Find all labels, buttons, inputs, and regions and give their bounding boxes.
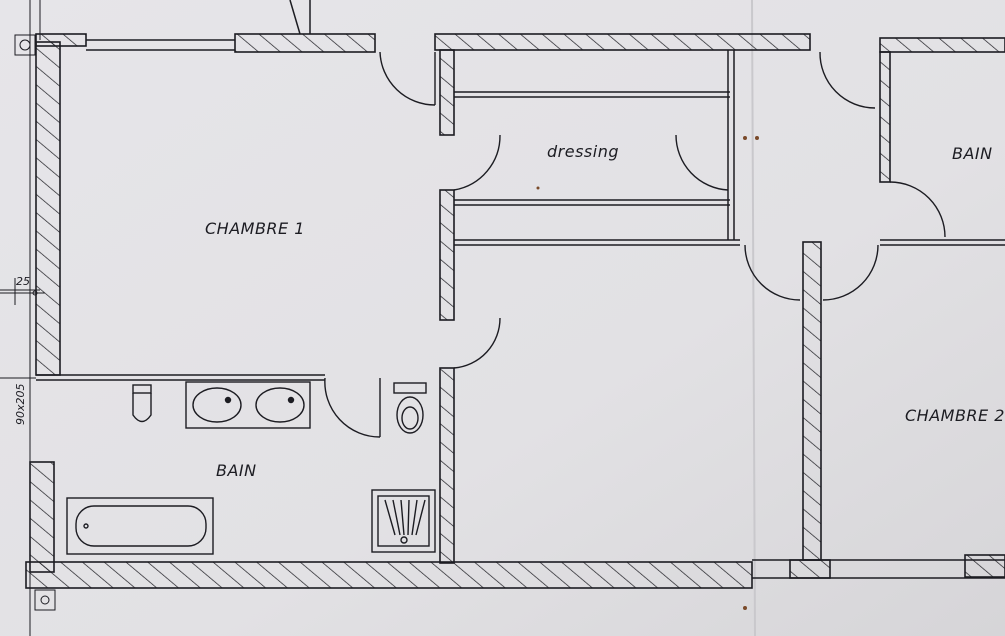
dimension-marks bbox=[0, 34, 56, 611]
wall-dressing-left-lower bbox=[439, 189, 455, 321]
room-label-chambre1: CHAMBRE 1 bbox=[205, 219, 305, 238]
wall-dressing-top bbox=[434, 33, 811, 51]
door-dressing-right bbox=[675, 134, 729, 191]
room-label-bain: BAIN bbox=[216, 461, 257, 480]
wall-bain-right-left bbox=[879, 51, 891, 183]
wall-chambre2-left bbox=[802, 241, 822, 561]
wall-chambre1-left bbox=[35, 41, 61, 376]
doors bbox=[324, 51, 946, 438]
dimension-wall-thickness: 25 bbox=[16, 275, 30, 288]
room-label-chambre2: CHAMBRE 2 bbox=[905, 406, 1005, 425]
wall-bottom bbox=[25, 561, 753, 589]
door-dressing-left bbox=[453, 134, 501, 191]
fixtures bbox=[66, 381, 436, 555]
wall-bain-right-top bbox=[879, 37, 1005, 53]
door-chambre1 bbox=[379, 51, 436, 106]
toilet-icon bbox=[393, 382, 427, 434]
door-bain-right bbox=[889, 181, 946, 238]
wall-bain-left bbox=[29, 461, 55, 573]
dimension-door-size: 90x205 bbox=[14, 383, 27, 425]
shower-tray-icon bbox=[371, 489, 436, 553]
bidet-icon bbox=[132, 384, 152, 423]
room-label-dressing: dressing bbox=[547, 142, 619, 161]
double-sink-icon bbox=[185, 381, 311, 429]
door-bain bbox=[453, 317, 501, 369]
door-chambre2-a bbox=[744, 244, 801, 301]
paper-fold bbox=[751, 0, 756, 636]
door-wc bbox=[324, 377, 381, 438]
door-top-right bbox=[819, 51, 876, 109]
room-label-bain-right: BAIN bbox=[952, 144, 993, 163]
wall-chambre1-top bbox=[234, 33, 376, 53]
door-chambre2-b bbox=[822, 244, 879, 301]
wall-bain-right bbox=[439, 367, 455, 564]
wall-dressing-left-upper bbox=[439, 49, 455, 136]
bathtub-icon bbox=[66, 497, 214, 555]
stains bbox=[536, 136, 759, 610]
